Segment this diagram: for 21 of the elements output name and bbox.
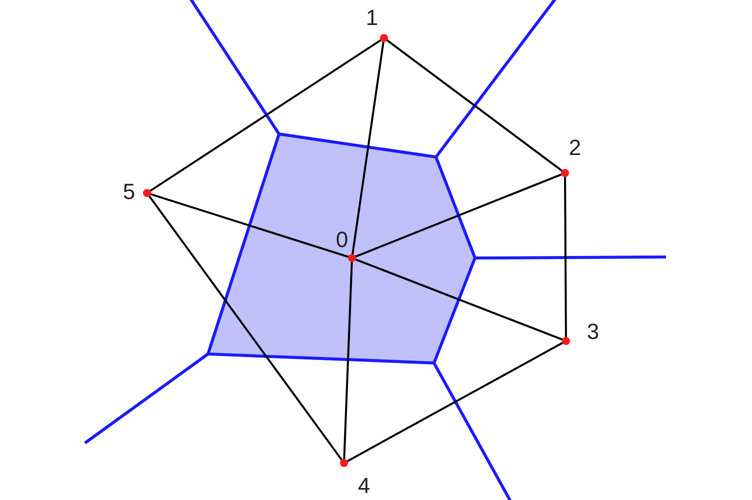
point-label: 1 [366, 7, 378, 29]
site-point [380, 34, 388, 42]
triangulation-edge [149, 39, 382, 192]
triangulation-edge [148, 195, 343, 461]
triangulation-edge [564, 176, 567, 338]
triangulation-edge [352, 41, 384, 255]
site-point [562, 337, 570, 345]
point-label: 4 [358, 475, 370, 497]
point-label: 0 [336, 229, 348, 251]
triangulation-edge [354, 173, 562, 258]
site-point [143, 189, 151, 197]
point-label: 3 [586, 321, 600, 343]
site-point [340, 459, 348, 467]
triangulation-edge [354, 258, 564, 341]
triangulation-edge [150, 193, 349, 258]
triangulation-edge [343, 261, 353, 460]
triangulation-edge [346, 342, 564, 462]
point-label: 5 [122, 181, 136, 203]
site-point [561, 169, 569, 177]
point-label: 2 [568, 137, 582, 159]
triangulation-edge [386, 39, 563, 172]
